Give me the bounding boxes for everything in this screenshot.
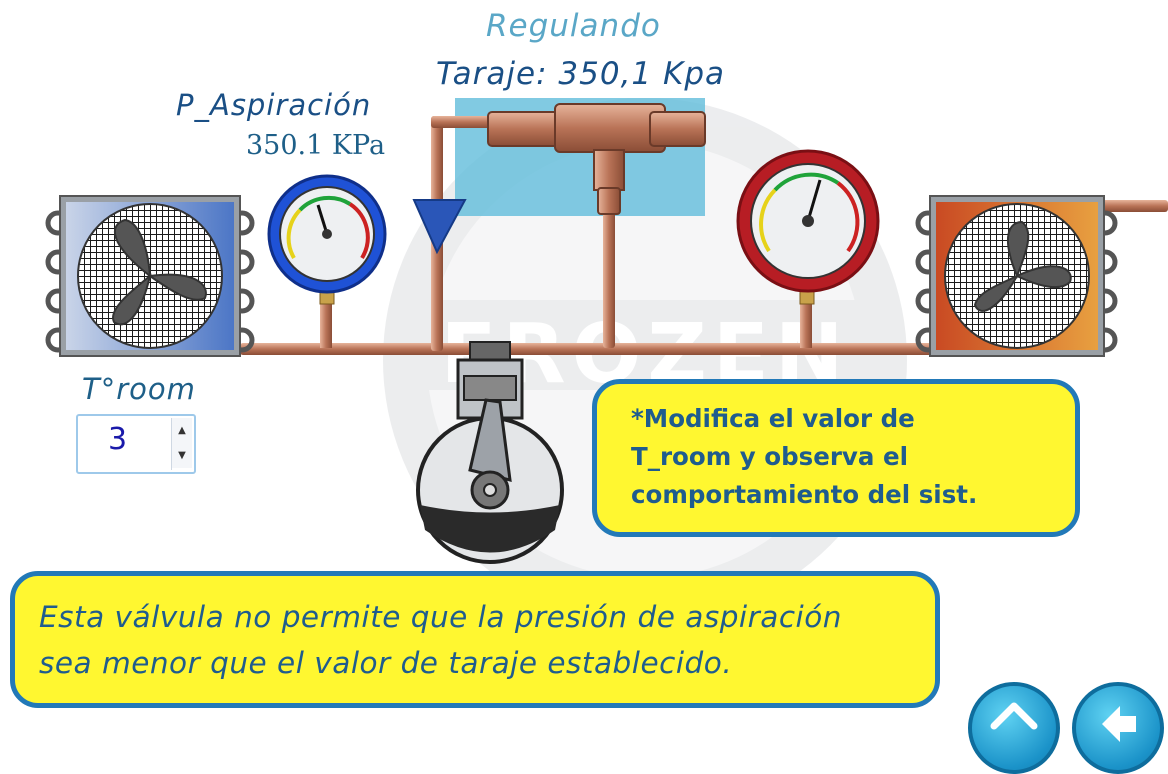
increment-button[interactable]: ▲	[172, 418, 192, 443]
explanation-line-1: Esta válvula no permite que la presión d…	[39, 600, 842, 634]
suction-pressure-gauge	[267, 174, 387, 305]
discharge-pressure-gauge	[736, 149, 880, 305]
arrow-up-icon: ▲	[178, 425, 186, 436]
instruction-line-3: comportamiento del sist.	[631, 480, 978, 509]
instruction-callout: *Modifica el valor de T_room y observa e…	[592, 379, 1080, 537]
explanation-line-2: sea menor que el valor de taraje estable…	[39, 646, 733, 680]
room-temperature-stepper[interactable]: 3 ▲ ▼	[76, 414, 196, 474]
room-temperature-label: T°room	[82, 372, 196, 406]
return-arrow-icon	[1102, 706, 1136, 742]
explanation-callout: Esta válvula no permite que la presión d…	[10, 571, 940, 708]
arrow-down-icon: ▼	[178, 450, 186, 461]
room-temperature-value[interactable]: 3	[108, 422, 128, 457]
flow-direction-icon	[412, 199, 467, 255]
instruction-line-1: *Modifica el valor de	[631, 404, 915, 433]
evaporator-unit	[45, 195, 255, 357]
suction-pressure-value: 350.1 KPa	[246, 130, 386, 161]
instruction-line-2: T_room y observa el	[631, 442, 908, 471]
refrigeration-diagram: FROZEN	[45, 98, 1168, 622]
decrement-button[interactable]: ▼	[172, 443, 192, 468]
valve-setpoint-label: Taraje: 350,1 Kpa	[436, 56, 726, 92]
pipe-network	[240, 116, 1168, 355]
valve-status-label: Regulando	[486, 8, 661, 44]
pressure-regulating-valve	[487, 103, 706, 215]
back-button[interactable]	[1072, 682, 1164, 774]
home-arrow-icon	[990, 702, 1038, 730]
stepper-controls: ▲ ▼	[171, 418, 192, 470]
home-button[interactable]	[968, 682, 1060, 774]
condenser-unit	[915, 195, 1118, 357]
suction-pressure-title: P_Aspiración	[176, 88, 372, 122]
compressor	[416, 341, 564, 564]
